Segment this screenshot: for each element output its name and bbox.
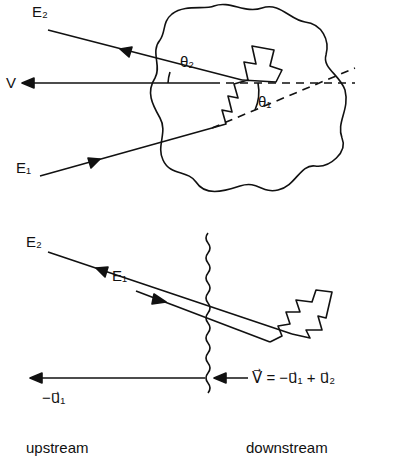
region-label: upstream [26,440,89,457]
energy-label: E₂ [26,234,42,251]
angle-label: θ₁ [258,94,271,111]
region-outline [151,4,347,191]
velocity-label: V [6,75,16,92]
energy-label: E₁ [16,160,31,177]
energy-label: E₂ [32,4,48,21]
angle-label: θ₂ [180,54,194,71]
trajectory [212,46,282,128]
velocity-label: −u⃗₁ [42,390,65,407]
trajectory [270,290,332,342]
velocity-label: V⃗ = −u⃗₁ + u⃗₂ [252,370,335,387]
shock-front [206,233,210,393]
region-label: downstream [246,440,328,457]
energy-label: E₁ [112,268,127,285]
